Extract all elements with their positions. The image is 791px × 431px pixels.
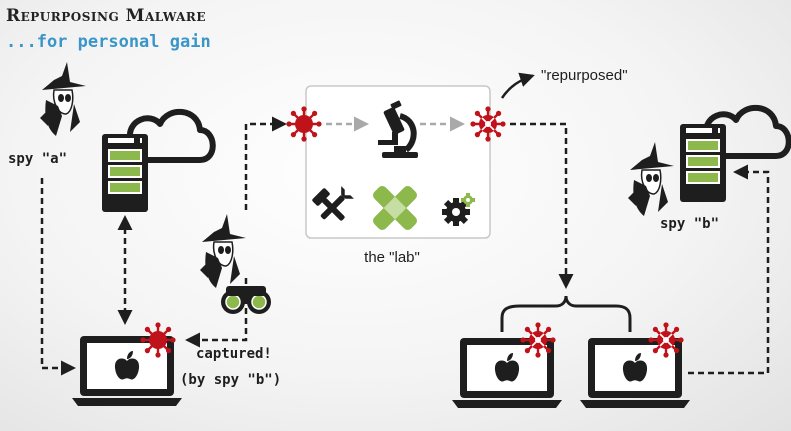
connector-to-targets bbox=[510, 122, 574, 289]
connector-spy-a-to-laptop bbox=[40, 178, 76, 376]
server-icon-a bbox=[101, 133, 149, 213]
malware-icon bbox=[285, 105, 323, 143]
spy-a-label: spy "a" bbox=[8, 151, 67, 167]
connector-to-spy-b bbox=[688, 164, 770, 375]
lab-label: the "lab" bbox=[364, 249, 420, 266]
spy-b-label: spy "b" bbox=[660, 216, 719, 232]
target-brace bbox=[500, 295, 632, 332]
repurposed-label: "repurposed" bbox=[541, 67, 628, 84]
repurposed-malware-icon-target-1 bbox=[520, 322, 555, 357]
repurposed-malware-icon-target-2 bbox=[648, 322, 683, 357]
captured-by-label: (by spy "b") bbox=[180, 372, 281, 388]
page-title: Repurposing Malware bbox=[6, 6, 207, 26]
page-subtitle: ...for personal gain bbox=[6, 32, 211, 52]
repurposed-arrow bbox=[500, 72, 535, 99]
connectors bbox=[40, 116, 770, 376]
spy-b-icon bbox=[627, 141, 675, 217]
spy-b-watcher-icon bbox=[199, 213, 247, 289]
server-icon-b bbox=[679, 123, 727, 203]
spy-a-icon bbox=[39, 61, 87, 137]
captured-label: captured! bbox=[196, 346, 272, 362]
repurposed-malware-icon bbox=[470, 106, 505, 141]
captured-malware-icon bbox=[139, 321, 177, 359]
connector-to-lab bbox=[244, 116, 287, 210]
